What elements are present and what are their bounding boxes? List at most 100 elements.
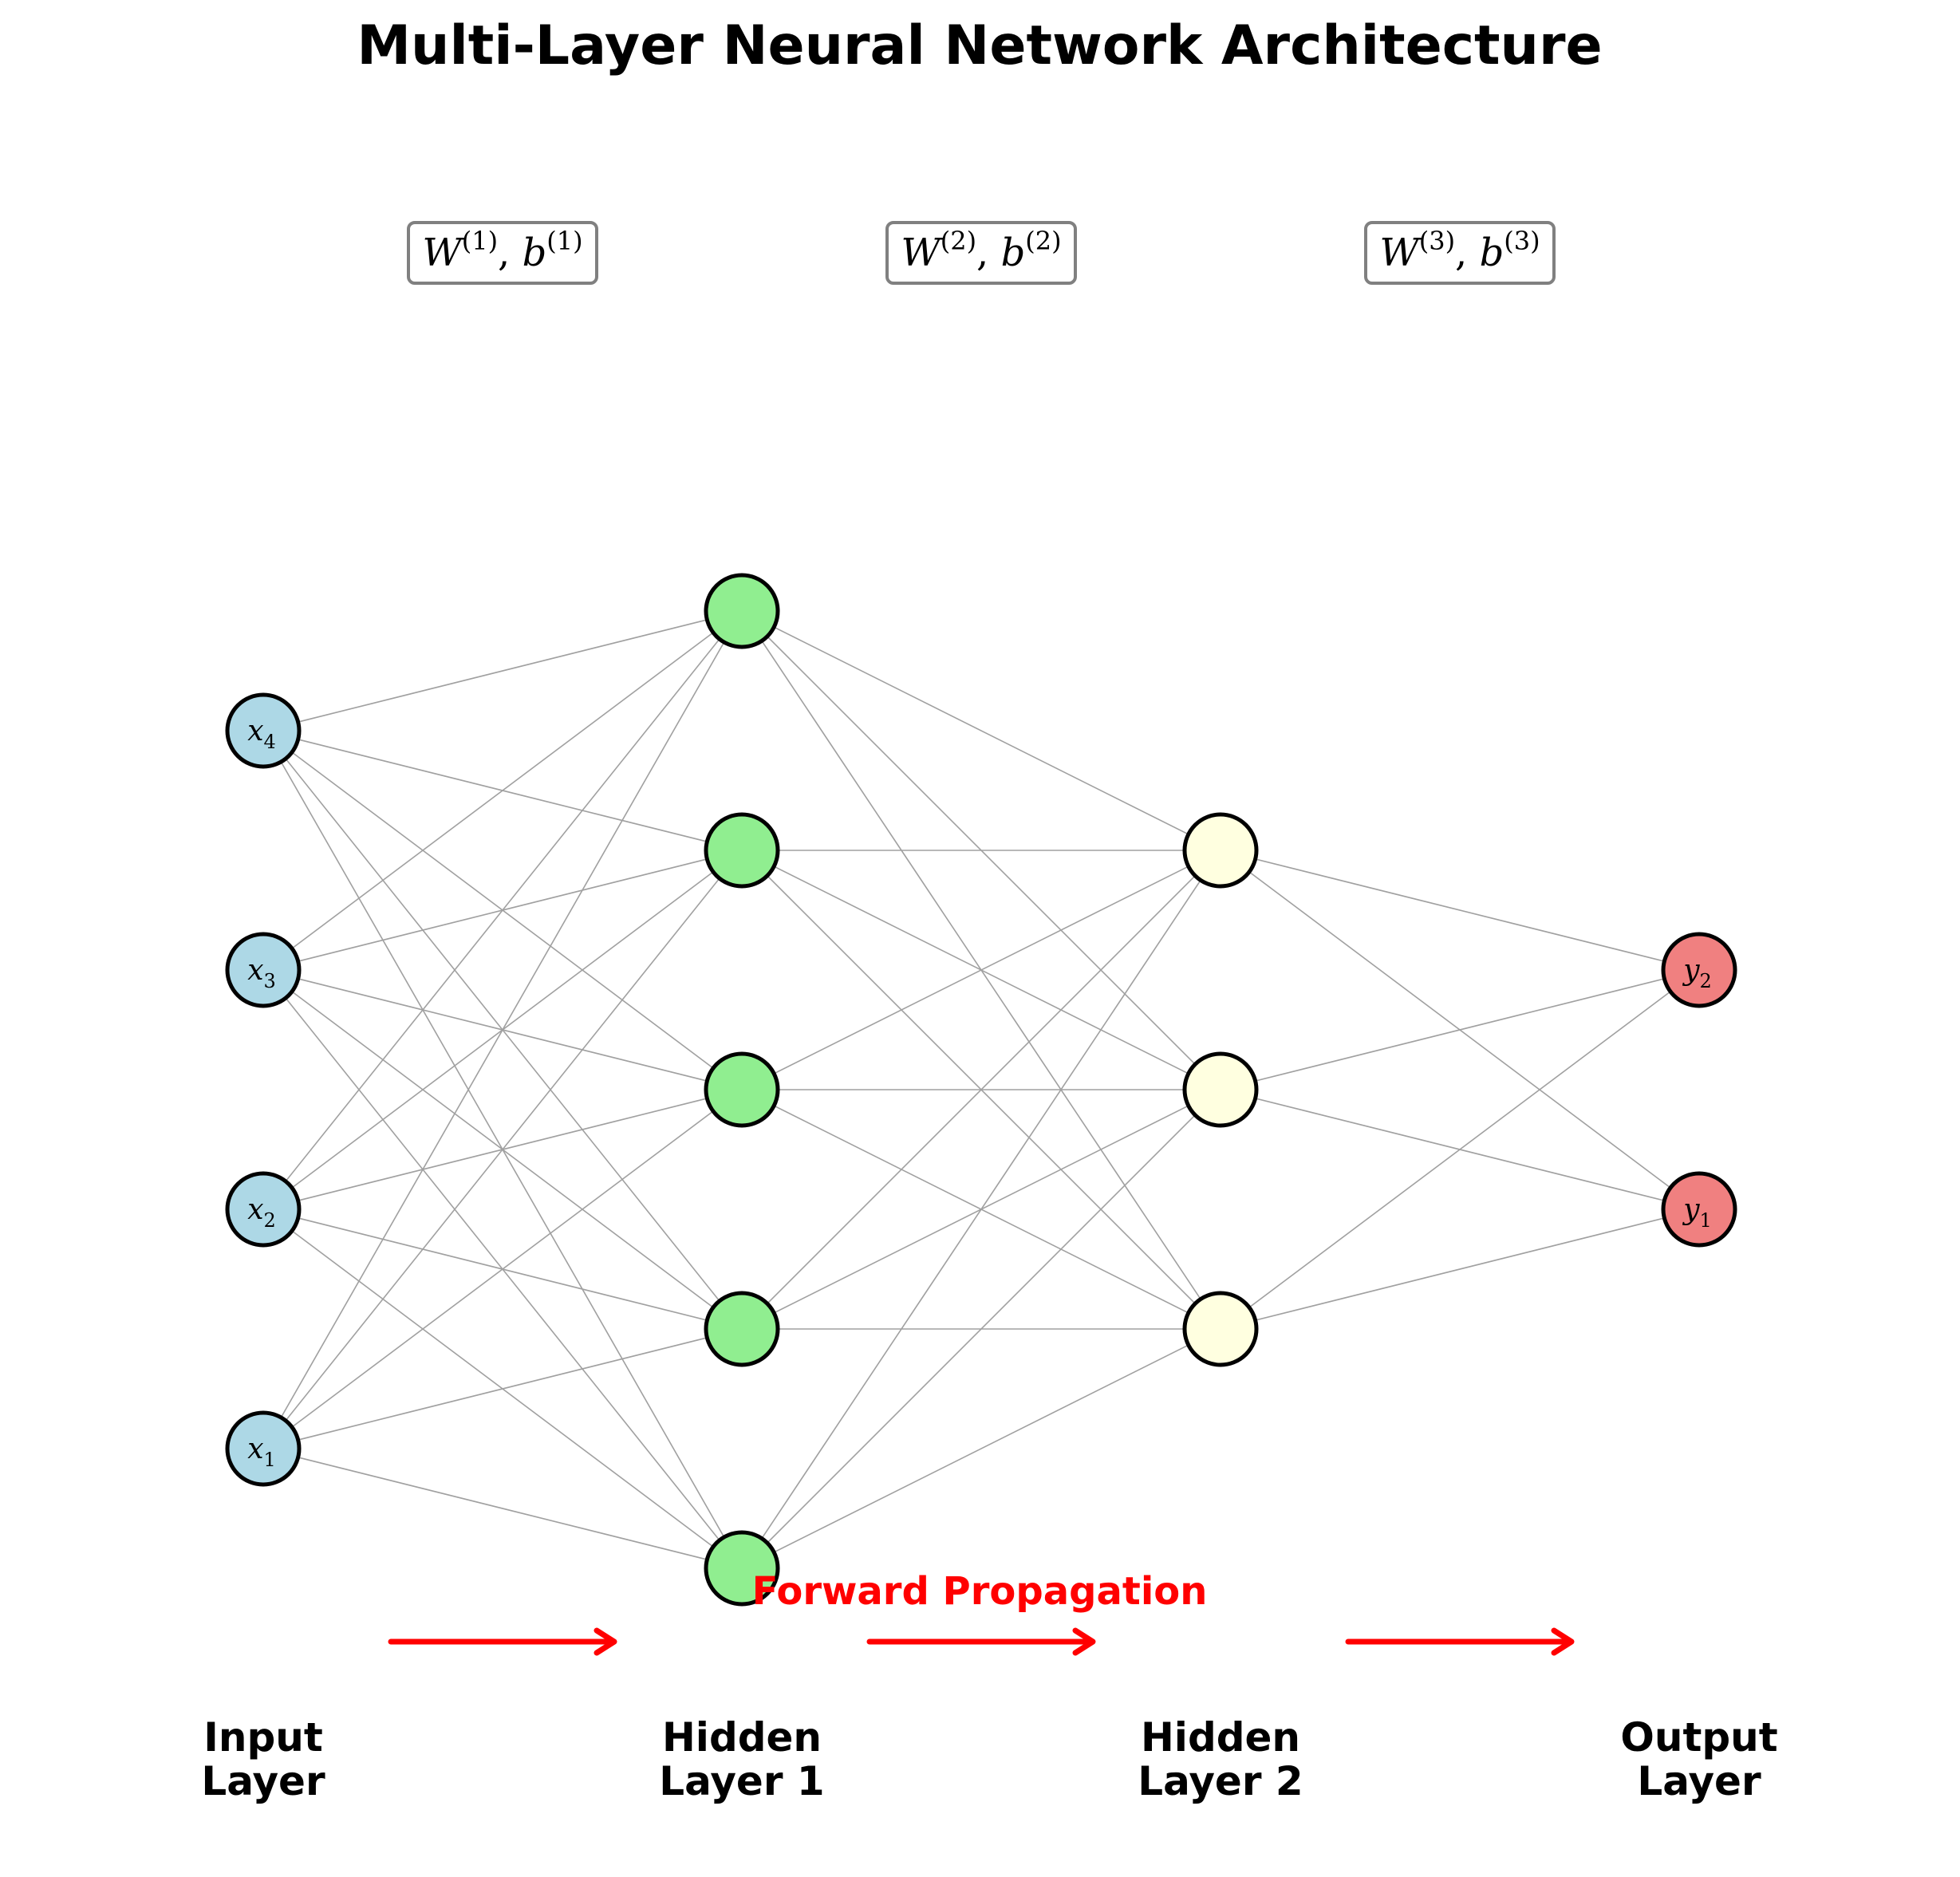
node-circle <box>225 1410 302 1487</box>
param-weight: W <box>901 231 943 275</box>
node-hidden1-2 <box>704 1291 780 1367</box>
node-hidden1-3 <box>704 1051 780 1128</box>
connection-edges <box>262 610 1700 1569</box>
param-box-frame <box>1364 221 1556 285</box>
param-bias-superscript: (3) <box>1504 226 1540 256</box>
forward-arrow-3 <box>1345 1627 1575 1656</box>
edge-hidden2-1-to-output-1 <box>1220 1209 1700 1330</box>
layer-label-line-2: Layer 1 <box>659 1758 824 1804</box>
edge-hidden2-3-to-output-2 <box>1220 850 1700 971</box>
node-circle <box>225 1171 302 1248</box>
node-label-main: y <box>1682 1193 1700 1226</box>
param-separator: , <box>976 231 1001 275</box>
node-circle <box>704 1051 780 1128</box>
node-label-subscript: 3 <box>264 970 276 992</box>
node-label-main: y <box>1682 954 1700 987</box>
param-weight-superscript: (2) <box>941 226 976 256</box>
edge-hidden2-3-to-output-1 <box>1220 850 1700 1210</box>
edge-input-1-to-hidden1-1 <box>262 1448 743 1569</box>
edge-hidden1-4-to-hidden2-1 <box>741 850 1221 1330</box>
edge-hidden1-5-to-hidden2-3 <box>741 610 1221 851</box>
node-input-3: x3 <box>225 932 302 1008</box>
node-circle <box>1182 1051 1259 1128</box>
node-circle <box>1182 1291 1259 1367</box>
param-bias: b <box>523 231 547 275</box>
node-label-main: x <box>247 1433 263 1465</box>
layer-label-line-2: Layer 2 <box>1138 1758 1303 1804</box>
param-bias-superscript: (1) <box>546 226 582 256</box>
edge-hidden1-5-to-hidden2-1 <box>741 610 1221 1330</box>
arrow-head <box>1072 1627 1096 1656</box>
node-label-main: x <box>247 1193 263 1226</box>
layer-label-line-1: Input <box>203 1714 323 1761</box>
param-bias: b <box>1001 231 1026 275</box>
layer-label-line-1: Hidden <box>1141 1714 1300 1761</box>
node-circle <box>1661 932 1737 1008</box>
node-hidden1-5 <box>704 573 780 649</box>
param-weight-superscript: (1) <box>462 226 498 256</box>
layer-label-line-1: Output <box>1620 1714 1777 1761</box>
param-box-frame <box>407 221 598 285</box>
node-label-main: x <box>247 954 263 987</box>
node-hidden2-3 <box>1182 812 1259 889</box>
node-label-subscript: 4 <box>264 731 276 753</box>
param-separator: , <box>1455 231 1480 275</box>
param-box-2: W(2), b(2) <box>885 221 1077 285</box>
node-label-subscript: 1 <box>264 1449 276 1471</box>
node-output-2: y2 <box>1661 932 1737 1008</box>
node-circle <box>704 812 780 889</box>
node-label: x3 <box>247 954 276 992</box>
edge-hidden1-1-to-hidden2-1 <box>741 1328 1221 1569</box>
node-input-1: x1 <box>225 1410 302 1487</box>
node-label: x1 <box>247 1433 276 1471</box>
diagram-title: Multi-Layer Neural Network Architecture <box>357 14 1602 77</box>
node-label: y1 <box>1682 1193 1712 1232</box>
node-hidden2-2 <box>1182 1051 1259 1128</box>
node-label-subscript: 2 <box>1700 970 1712 992</box>
node-circle <box>704 573 780 649</box>
node-circle <box>1182 812 1259 889</box>
param-weight-superscript: (3) <box>1419 226 1455 256</box>
forward-arrow-2 <box>866 1627 1096 1656</box>
forward-arrows <box>388 1627 1575 1656</box>
node-hidden1-4 <box>704 812 780 889</box>
forward-arrow-1 <box>388 1627 617 1656</box>
node-hidden2-1 <box>1182 1291 1259 1367</box>
param-box-frame <box>885 221 1077 285</box>
edge-input-2-to-hidden1-1 <box>262 1209 743 1569</box>
arrow-head <box>1551 1627 1575 1656</box>
node-label-subscript: 1 <box>1700 1209 1712 1232</box>
node-circle <box>704 1291 780 1367</box>
param-box-text: W(2), b(2) <box>901 226 1061 275</box>
edge-hidden1-5-to-hidden2-2 <box>741 610 1221 1090</box>
node-circle <box>704 1530 780 1607</box>
node-hidden1-1 <box>704 1530 780 1607</box>
edge-hidden1-3-to-hidden2-1 <box>741 1089 1221 1330</box>
edge-input-4-to-hidden1-5 <box>262 610 743 731</box>
node-label: x2 <box>247 1193 276 1232</box>
node-output-1: y1 <box>1661 1171 1737 1248</box>
edge-hidden2-2-to-output-1 <box>1220 1089 1700 1210</box>
param-box-1: W(1), b(1) <box>407 221 598 285</box>
edge-input-4-to-hidden1-4 <box>262 730 743 851</box>
arrow-head <box>594 1627 617 1656</box>
node-circle <box>225 932 302 1008</box>
edge-input-4-to-hidden1-3 <box>262 730 743 1090</box>
node-label-main: x <box>247 715 263 747</box>
forward-propagation-label: Forward Propagation <box>752 1569 1208 1614</box>
node-circle <box>1661 1171 1737 1248</box>
node-circle <box>225 692 302 769</box>
parameter-labels: W(1), b(1)W(2), b(2)W(3), b(3) <box>407 221 1556 285</box>
node-label-subscript: 2 <box>264 1209 276 1232</box>
param-weight: W <box>422 231 464 275</box>
edge-input-4-to-hidden1-2 <box>262 730 743 1330</box>
param-bias-superscript: (2) <box>1025 226 1061 256</box>
layer-label-line-1: Hidden <box>662 1714 822 1761</box>
node-input-2: x2 <box>225 1171 302 1248</box>
